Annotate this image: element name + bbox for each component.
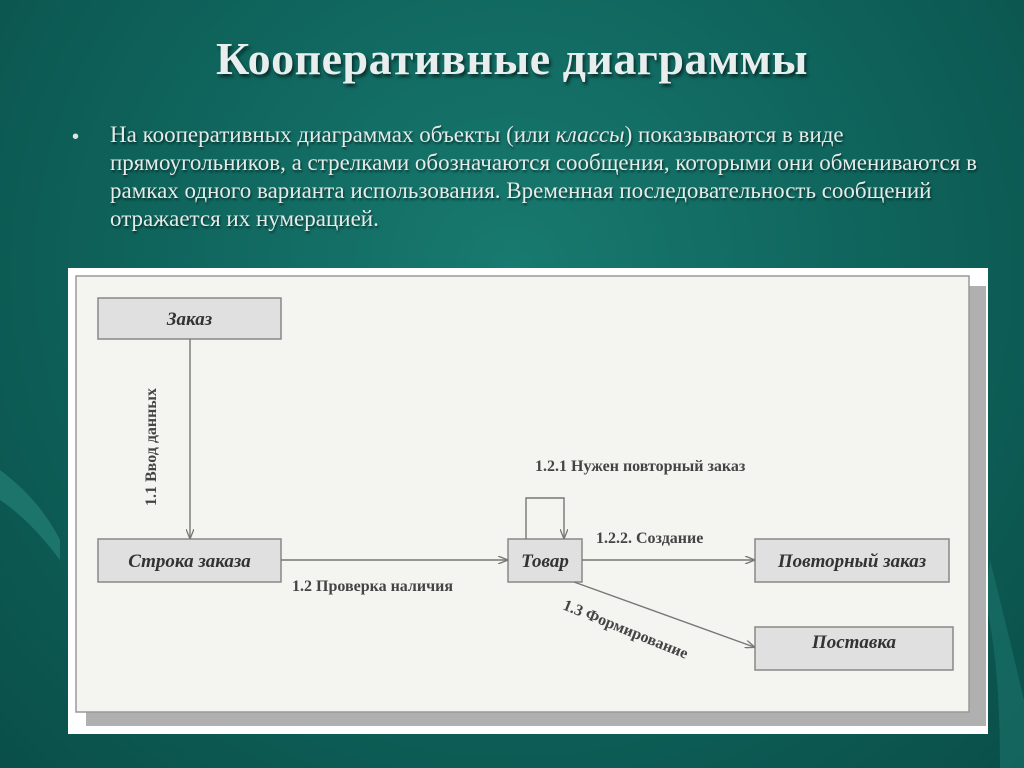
object-stroka-zakaza: Строка заказа xyxy=(97,538,282,583)
object-postavka: Поставка xyxy=(754,626,954,671)
arrow-1-3 xyxy=(573,581,754,647)
arrow-1-2-1-self-loop xyxy=(525,497,564,539)
object-postavka-label: Поставка xyxy=(811,632,897,653)
collaboration-diagram: Заказ Строка заказа Товар Повторный зака… xyxy=(75,275,986,726)
message-1-2-2-label: 1.2.2. Создание xyxy=(596,530,703,547)
bullet-text-italic: классы xyxy=(555,122,625,147)
message-1-1-label: 1.1 Ввод данных xyxy=(143,388,160,506)
diagram-figure: Заказ Строка заказа Товар Повторный зака… xyxy=(68,268,988,734)
object-tovar-label: Товар xyxy=(521,551,569,572)
bullet-marker: • xyxy=(72,126,80,148)
object-povtorny-zakaz: Повторный заказ xyxy=(754,538,950,583)
bullet-text-part2: ) показываются в виде прямоугольников, а… xyxy=(110,122,977,231)
object-stroka-label: Строка заказа xyxy=(128,551,251,572)
object-zakaz: Заказ xyxy=(97,297,282,340)
slide-title: Кооперативные диаграммы xyxy=(216,33,808,84)
message-1-2-1-label: 1.2.1 Нужен повторный заказ xyxy=(535,458,746,475)
object-tovar: Товар xyxy=(507,538,583,583)
bullet-paragraph: На кооперативных диаграммах объекты (или… xyxy=(110,121,980,233)
object-povtorny-label: Повторный заказ xyxy=(777,551,927,572)
bullet-text-part1: На кооперативных диаграммах объекты (или xyxy=(110,122,556,147)
message-1-2-label: 1.2 Проверка наличия xyxy=(292,578,453,595)
object-zakaz-label: Заказ xyxy=(166,309,213,330)
